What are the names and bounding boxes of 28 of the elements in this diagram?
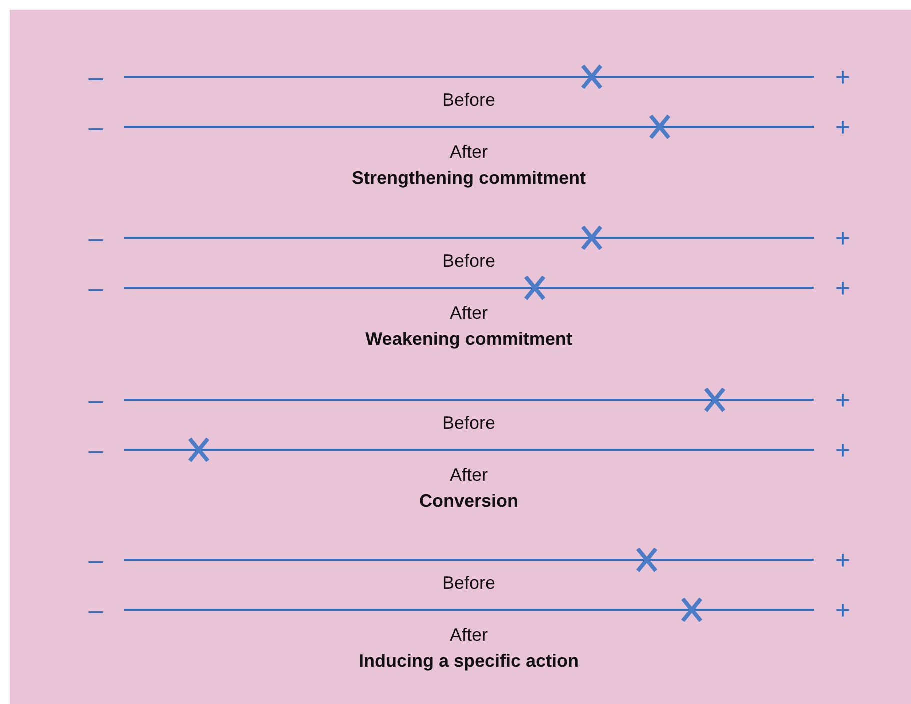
- scale-heading: Conversion: [419, 492, 519, 510]
- scale-caption: After: [450, 143, 488, 161]
- scale-heading: Weakening commitment: [366, 330, 572, 348]
- scale-caption: Before: [442, 252, 496, 270]
- scale-heading: Strengthening commitment: [352, 169, 586, 187]
- scale-caption: Before: [442, 414, 496, 432]
- scale-end-sign: –: [88, 597, 104, 623]
- scale-caption: Before: [442, 91, 496, 109]
- scale-caption: After: [450, 304, 488, 322]
- scale-end-sign: –: [88, 225, 104, 251]
- scale-end-sign: –: [88, 275, 104, 301]
- scale-end-sign: –: [88, 64, 104, 90]
- scale-end-sign: –: [88, 114, 104, 140]
- scale-end-sign: +: [835, 597, 851, 623]
- scale-end-sign: +: [835, 114, 851, 140]
- scale-end-sign: –: [88, 387, 104, 413]
- scale-end-sign: –: [88, 437, 104, 463]
- scale-end-sign: +: [835, 275, 851, 301]
- scale-end-sign: +: [835, 64, 851, 90]
- scale-end-sign: +: [835, 225, 851, 251]
- scale-end-sign: +: [835, 437, 851, 463]
- scale-end-sign: –: [88, 547, 104, 573]
- scale-end-sign: +: [835, 547, 851, 573]
- scale-caption: Before: [442, 574, 496, 592]
- scale-caption: After: [450, 466, 488, 484]
- scale-end-sign: +: [835, 387, 851, 413]
- scale-caption: After: [450, 626, 488, 644]
- scale-heading: Inducing a specific action: [358, 652, 580, 670]
